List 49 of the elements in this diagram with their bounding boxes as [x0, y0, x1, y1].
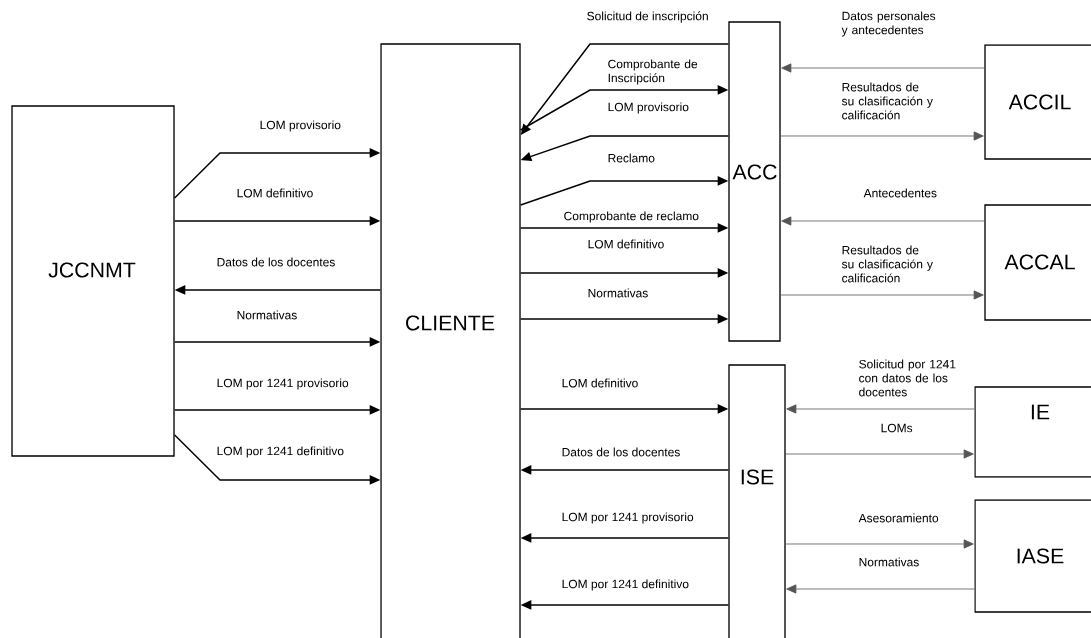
edge-label: LOM definitivo: [586, 238, 666, 250]
edge-label: Solicitud por 1241 con datos de los docentes: [857, 358, 972, 398]
edge-label: Normativas: [857, 556, 921, 568]
process-box: [728, 21, 781, 342]
edge-label: Resultados de su clasificación y calificación: [840, 244, 947, 284]
node-label: IASE: [1017, 548, 1064, 564]
node-label: ISE: [741, 469, 774, 485]
edge-label: Datos de los docentes: [215, 256, 337, 268]
node-label: CLIENTE: [406, 315, 495, 331]
edge-label: Resultados de su clasificación y calificación: [840, 81, 947, 121]
arrow: [786, 584, 975, 594]
edge-label: LOM por 1241 provisorio: [215, 377, 350, 391]
node-label: IE: [1031, 404, 1050, 420]
arrow: [786, 404, 975, 414]
edge-label: Normativas: [235, 309, 299, 321]
edge-label: Antecedentes: [862, 187, 939, 199]
edge-label: Solicitud de inscripción: [585, 10, 710, 24]
process-box: [984, 204, 1091, 321]
node-label: ACCAL: [1004, 254, 1075, 270]
edge-label: LOM definitivo: [235, 187, 315, 199]
edge-label: LOM por 1241 definitivo: [215, 445, 346, 459]
node-label: JCCNMT: [48, 262, 136, 278]
arrow: [785, 539, 974, 549]
edge-label: Comprobante de Inscripción: [606, 58, 709, 86]
edge-label: Comprobante de reclamo: [562, 210, 701, 224]
process-box: [984, 44, 1091, 160]
edge-label: Asesoramiento: [857, 512, 940, 524]
edge-label: LOMs: [879, 422, 914, 434]
edge-label: LOM provisorio: [258, 119, 343, 133]
arrow: [781, 63, 985, 73]
process-box: [728, 364, 786, 638]
node-label: ACCIL: [1008, 94, 1071, 110]
arrow: [781, 216, 985, 226]
node-label: ACC: [732, 164, 777, 180]
edge-label: LOM provisorio: [606, 101, 691, 115]
process-box: [974, 499, 1091, 613]
edge-label: Datos personales y antecedentes: [840, 10, 939, 38]
process-box: [974, 386, 1091, 478]
edge-label: LOM definitivo: [560, 377, 640, 389]
edge-label: Reclamo: [606, 152, 657, 164]
edge-label: Normativas: [586, 287, 650, 299]
arrow: [785, 449, 974, 459]
edge-label: Datos de los docentes: [560, 446, 682, 458]
arrow: [780, 131, 984, 141]
edge-label: LOM por 1241 definitivo: [560, 578, 691, 592]
arrow: [780, 290, 984, 300]
process-box: [380, 43, 521, 638]
edge-label: LOM por 1241 provisorio: [560, 511, 695, 525]
process-box: [11, 105, 175, 457]
